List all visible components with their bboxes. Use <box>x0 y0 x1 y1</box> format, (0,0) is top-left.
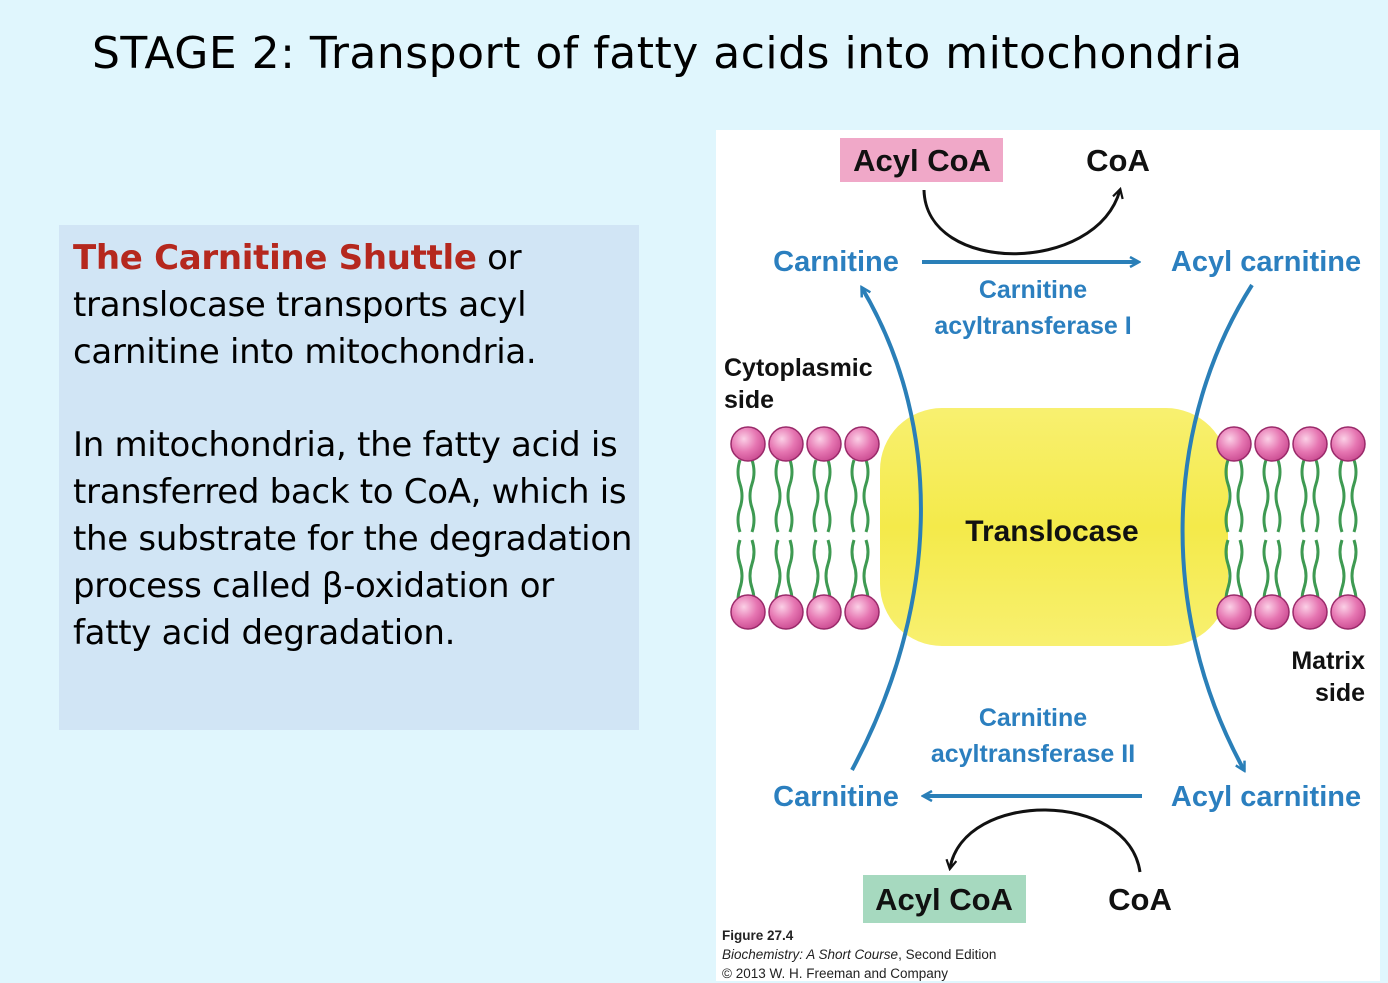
figure-caption: Figure 27.4 Biochemistry: A Short Course… <box>722 926 996 983</box>
paragraph-mitochondria: In mitochondria, the fatty acid is trans… <box>73 425 633 653</box>
label-acyl-coa-bottom: Acyl CoA <box>875 882 1013 917</box>
membrane-right <box>1216 426 1366 630</box>
arrow-acyl-coa-to-coa-top <box>922 190 1120 256</box>
label-acyl-carnitine-bottom: Acyl carnitine <box>1171 781 1361 813</box>
paragraph-carnitine-shuttle: The Carnitine Shuttle or translocase tra… <box>73 235 639 376</box>
label-carnitine-top: Carnitine <box>773 246 899 278</box>
label-matrix-side-line-1: Matrix <box>1291 647 1365 675</box>
label-cytoplasmic-side-line-1: Cytoplasmic <box>724 354 873 382</box>
acyl-coa-bottom-box <box>863 875 1026 923</box>
label-coa-top: CoA <box>1086 143 1150 178</box>
arrow-carnitine-out-of-matrix <box>850 288 923 771</box>
label-acyl-coa-top: Acyl CoA <box>853 143 991 178</box>
caption-source: Biochemistry: A Short Course, Second Edi… <box>722 945 996 964</box>
label-matrix-side-line-2: side <box>1315 679 1365 707</box>
caption-figure-number: Figure 27.4 <box>722 928 794 943</box>
text-box: The Carnitine Shuttle or translocase tra… <box>59 225 639 730</box>
slide-title: STAGE 2: Transport of fatty acids into m… <box>92 28 1243 79</box>
label-enzyme-2-line-1: Carnitine <box>979 704 1087 732</box>
label-carnitine-bottom: Carnitine <box>773 781 899 813</box>
arrow-acyl-carnitine-into-matrix <box>1180 283 1254 770</box>
label-coa-bottom: CoA <box>1108 882 1172 917</box>
label-cytoplasmic-side-line-2: side <box>724 386 774 414</box>
paragraph-1-text: or translocase transports acyl carnitine… <box>73 238 537 372</box>
arrow-coa-to-acyl-coa-bottom <box>950 808 1142 873</box>
label-enzyme-1-line-2: acyltransferase I <box>934 312 1131 340</box>
acyl-coa-top-box <box>840 138 1003 182</box>
label-translocase: Translocase <box>965 515 1138 548</box>
caption-copyright: © 2013 W. H. Freeman and Company <box>722 966 949 981</box>
membrane-left <box>730 426 880 630</box>
highlight-carnitine-shuttle: The Carnitine Shuttle <box>73 238 477 278</box>
caption-edition: , Second Edition <box>898 947 997 962</box>
caption-book-title: Biochemistry: A Short Course <box>722 947 899 962</box>
label-acyl-carnitine-top: Acyl carnitine <box>1171 246 1361 278</box>
figure-carnitine-shuttle: Acyl CoA CoA Carnitine Acyl carnitine Ca… <box>716 130 1380 981</box>
label-enzyme-1-line-1: Carnitine <box>979 276 1087 304</box>
label-enzyme-2-line-2: acyltransferase II <box>931 740 1135 768</box>
figure-diagram: Acyl CoA CoA Carnitine Acyl carnitine Ca… <box>724 138 1366 923</box>
translocase-protein <box>880 408 1228 646</box>
